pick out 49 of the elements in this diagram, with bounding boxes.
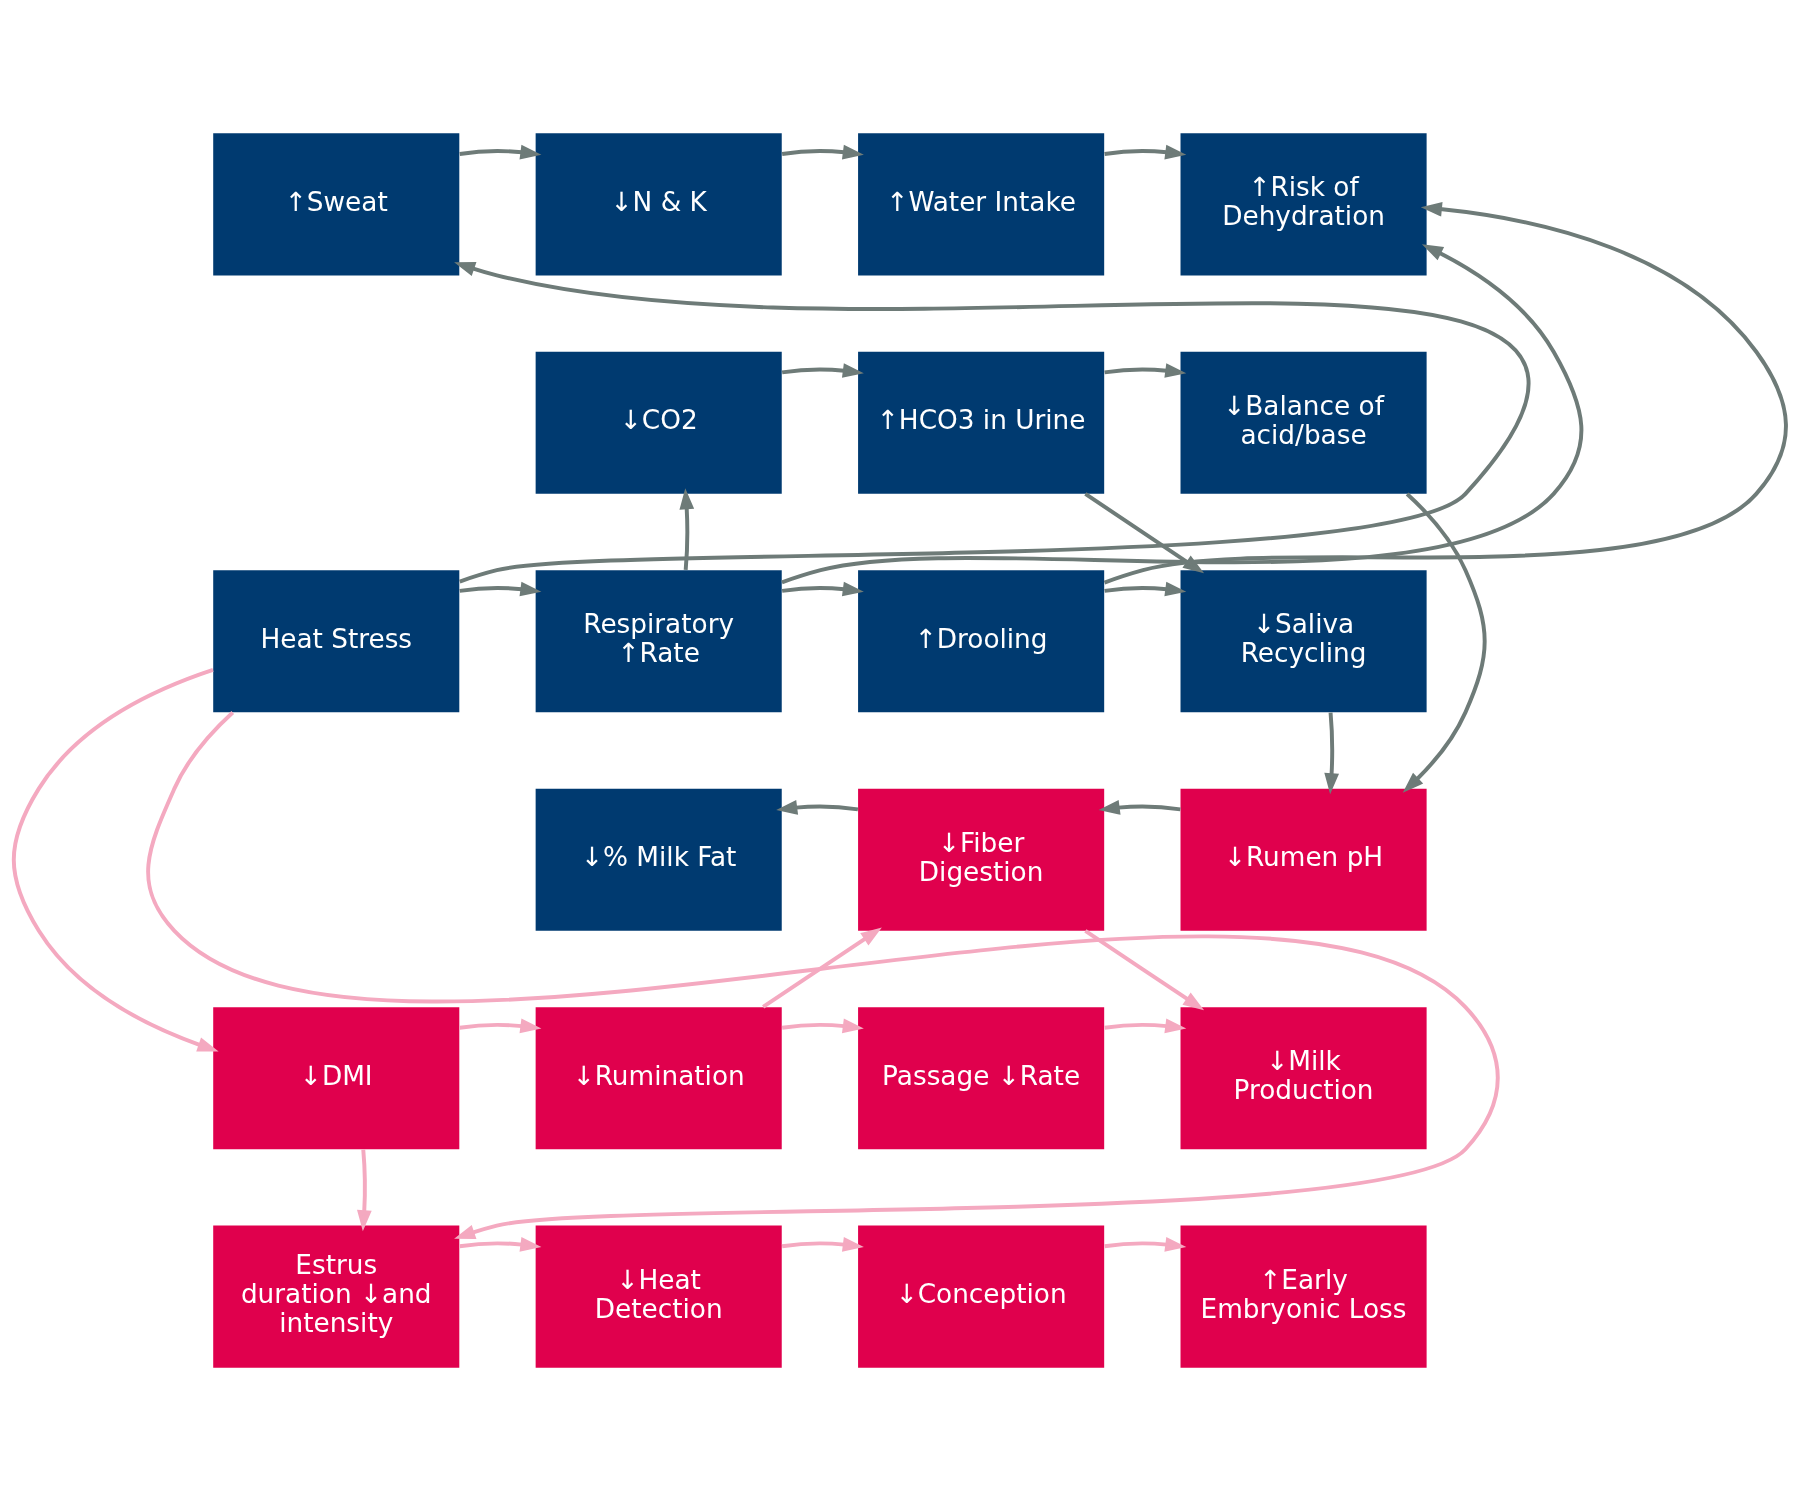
arrow (454, 261, 1529, 583)
node-box: ↓Balance of acid/base (1180, 351, 1427, 494)
arrow (1104, 581, 1187, 596)
node-box: ↑Risk of Dehydration (1180, 132, 1427, 275)
arrow (1402, 492, 1487, 793)
node-box: ↓Heat Detection (535, 1225, 782, 1368)
node-box: ↑Drooling (858, 569, 1105, 712)
node-box: Heat Stress (213, 569, 460, 712)
node-box: ↑Water Intake (858, 132, 1105, 275)
arrow (459, 1236, 542, 1252)
arrow (459, 581, 542, 596)
node-box: ↓CO2 (535, 351, 782, 494)
arrow (459, 144, 542, 159)
arrow (781, 243, 1584, 584)
node-box: ↓% Milk Fat (535, 788, 782, 931)
arrow (781, 581, 864, 596)
arrow (459, 1018, 542, 1033)
node-box: ↑HCO3 in Urine (858, 351, 1105, 494)
arrow (147, 710, 1499, 1239)
node-box: ↑Early Embryonic Loss (1180, 1225, 1427, 1368)
node-box: ↓DMI (213, 1006, 460, 1149)
arrow (11, 667, 219, 1052)
node-box: ↓Saliva Recycling (1180, 569, 1427, 712)
node-box: Passage ↓Rate (858, 1006, 1105, 1149)
arrow (781, 1018, 864, 1033)
arrow (1084, 928, 1205, 1010)
arrow (781, 362, 864, 378)
node-box: ↓Rumen pH (1180, 788, 1427, 931)
arrow (1103, 201, 1788, 584)
arrow (1324, 712, 1340, 794)
arrow (679, 487, 695, 570)
arrow (781, 144, 864, 159)
node-box: ↓Milk Production (1180, 1006, 1427, 1149)
arrow (776, 799, 859, 815)
node-box: ↓Fiber Digestion (858, 788, 1105, 931)
arrow (1098, 799, 1181, 815)
arrow (1104, 362, 1187, 378)
node-box: Respiratory ↑Rate (535, 569, 782, 712)
arrow (1104, 1236, 1187, 1252)
arrow (762, 927, 882, 1009)
arrow (1104, 144, 1187, 159)
arrow (781, 1236, 864, 1252)
arrow (1104, 1018, 1187, 1033)
node-box: Estrus duration ↓and intensity (213, 1225, 460, 1368)
node-box: ↑Sweat (213, 132, 460, 275)
node-box: ↓Rumination (535, 1006, 782, 1149)
node-box: ↓N & K (535, 132, 782, 275)
arrow (357, 1148, 372, 1231)
node-box: ↓Conception (858, 1225, 1105, 1368)
